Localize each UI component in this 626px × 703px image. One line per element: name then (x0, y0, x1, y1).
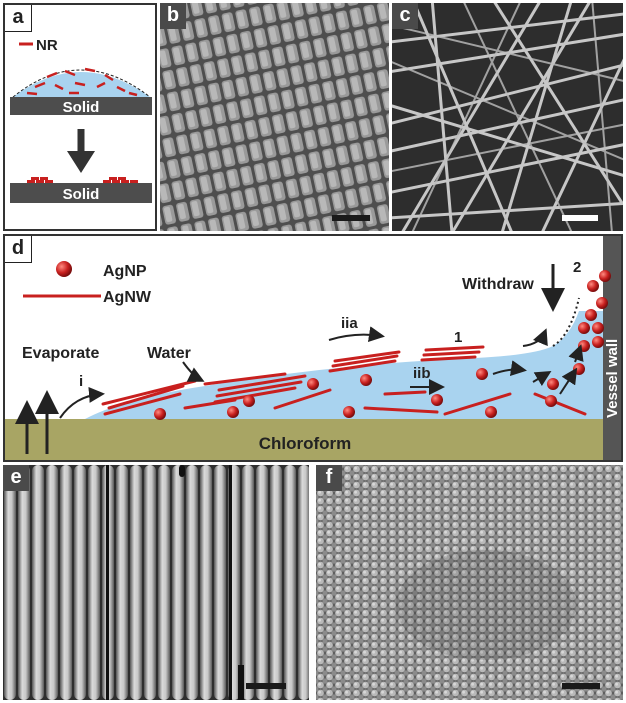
flow-label-iib: iib (413, 365, 431, 382)
nanorods-in-droplet (26, 67, 138, 97)
panel-e: e (3, 465, 309, 700)
flow-label-i: i (79, 373, 83, 390)
sem-image-nanorod-array (160, 3, 389, 231)
chloroform-label: Chloroform (259, 434, 352, 453)
panel-a-schematic: NR Solid Solid (10, 37, 152, 203)
panel-f-letter: f (316, 465, 342, 491)
flow-arrows (492, 328, 584, 395)
panel-a-letter: a (5, 5, 32, 32)
deposited-nanorods (27, 177, 138, 183)
scale-bar-f (562, 683, 600, 689)
chloroform-layer (5, 419, 603, 460)
panel-a: a NR Solid Solid (3, 3, 157, 231)
flow-label-iia: iia (341, 315, 358, 332)
scale-bar-b (332, 215, 370, 221)
nanowire-legend-label: AgNW (103, 289, 152, 306)
nanowires-in-film (101, 345, 587, 416)
sem-image-nanoparticle-monolayer (316, 465, 623, 700)
vessel-wall-label: Vessel wall (604, 339, 621, 418)
nanoparticle-legend-label: AgNP (103, 263, 147, 280)
solid-substrate-top (10, 97, 152, 115)
panel-f: f (316, 465, 623, 700)
droplet-outline (12, 69, 151, 98)
vessel-wall (603, 236, 621, 460)
nanoparticles (154, 270, 611, 420)
stage-2-label: 2 (573, 259, 581, 276)
nanorod-legend-label: NR (36, 37, 58, 54)
sem-image-nanowire-network (392, 3, 623, 231)
process-arrow-head (67, 151, 95, 173)
panel-b-letter: b (160, 3, 186, 29)
solid-substrate-bottom (10, 183, 152, 203)
water-film (85, 311, 603, 419)
solid-label-bottom: Solid (63, 186, 100, 203)
assembly-schematic: AgNP AgNW Chloroform Vessel wall (5, 236, 621, 460)
nanoparticle-legend-mark (56, 261, 72, 277)
water-pointer (182, 361, 205, 382)
scale-bar-e (246, 683, 286, 689)
solid-label-top: Solid (63, 99, 100, 116)
stage-1-label: 1 (454, 329, 462, 346)
panel-c-letter: c (392, 3, 418, 29)
water-label: Water (147, 345, 191, 362)
flow-arrow-iia (328, 326, 385, 343)
panel-d-letter: d (5, 236, 32, 263)
panel-d: d AgNP AgNW Chloroform Vessel wall (3, 234, 623, 462)
scale-bar-c (562, 215, 598, 221)
panel-c: c (392, 3, 623, 231)
sem-image-aligned-nanowires (3, 465, 309, 700)
evaporate-label: Evaporate (22, 345, 99, 362)
flow-arrow-i (59, 386, 105, 419)
panel-b: b (160, 3, 389, 231)
panel-e-letter: e (3, 465, 29, 491)
withdraw-label: Withdraw (462, 276, 534, 293)
